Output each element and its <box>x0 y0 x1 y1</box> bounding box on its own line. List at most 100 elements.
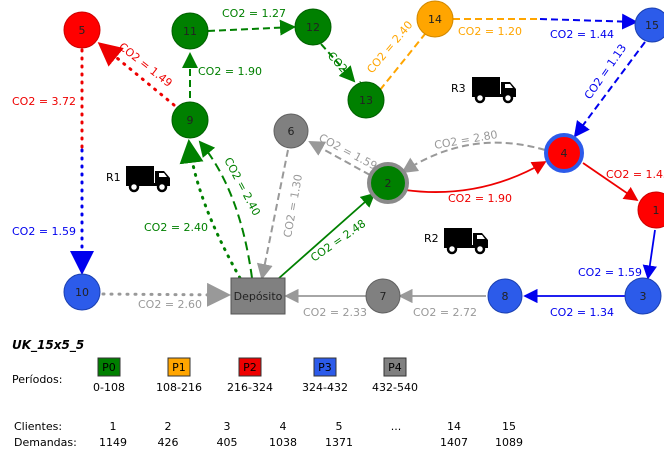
period-p4: P4 432-540 <box>372 357 418 394</box>
demand-cell: 1407 <box>440 436 468 449</box>
period-p3-code: P3 <box>318 361 332 374</box>
edge-label-7-depot: CO2 = 2.33 <box>303 306 367 319</box>
edge-13-14 <box>379 33 426 91</box>
edges <box>70 13 657 307</box>
node-2: 2 <box>367 162 409 204</box>
edge-label-2-4: CO2 = 1.90 <box>448 192 512 205</box>
edge-label-14-15: CO2 = 1.20 <box>458 25 522 38</box>
node-11-label: 11 <box>183 25 197 38</box>
edge-12-13 <box>320 43 356 83</box>
edge-4-1 <box>582 162 639 202</box>
edge-label-6-depot: CO2 = 1.30 <box>281 173 305 238</box>
node-11: 11 <box>171 12 209 50</box>
node-2-label: 2 <box>385 177 392 190</box>
node-8: 8 <box>487 278 523 314</box>
truck-icon <box>126 166 170 193</box>
edge-label-depot-9b: CO2 = 2.40 <box>221 155 263 218</box>
edge-label-15a: CO2 = 1.44 <box>550 28 614 41</box>
trucks: R1 R2 R3 <box>106 77 516 255</box>
period-p4-range: 432-540 <box>372 381 418 394</box>
node-10-label: 10 <box>75 286 89 299</box>
edge-label-depot-2: CO2 = 2.48 <box>308 217 368 264</box>
node-9: 9 <box>171 101 209 139</box>
demands-label: Demandas: <box>14 436 77 449</box>
node-9-label: 9 <box>187 114 194 127</box>
truck-icon <box>444 228 488 255</box>
node-5: 5 <box>63 11 101 49</box>
edge-1-3 <box>642 229 657 280</box>
period-p4-code: P4 <box>388 361 402 374</box>
period-p3: P3 324-432 <box>302 357 348 394</box>
edge-14-15b <box>539 13 638 30</box>
period-p0-code: P0 <box>102 361 116 374</box>
client-cell: 3 <box>224 420 231 433</box>
periods-label: Períodos: <box>12 373 62 386</box>
demand-cell: 1149 <box>99 436 127 449</box>
edge-label-5-10a: CO2 = 3.72 <box>12 95 76 108</box>
edge-label-1-3: CO2 = 1.59 <box>578 266 642 279</box>
demand-cell: 1038 <box>269 436 297 449</box>
edge-label-9-11: CO2 = 1.90 <box>198 65 262 78</box>
period-p2-range: 216-324 <box>227 381 273 394</box>
node-4: 4 <box>544 133 584 173</box>
edge-11-12 <box>207 19 296 36</box>
demand-cell: 1371 <box>325 436 353 449</box>
truck-r2: R2 <box>424 228 488 255</box>
edge-label-13-14: CO2 = 2.40 <box>364 19 415 76</box>
edge-2-6 <box>308 141 371 176</box>
node-4-label: 4 <box>561 147 568 160</box>
client-cell: 15 <box>502 420 516 433</box>
client-cell: 5 <box>336 420 343 433</box>
edge-4-2 <box>401 141 546 174</box>
node-3: 3 <box>624 277 662 315</box>
node-15-label: 15 <box>645 19 659 32</box>
edge-2-4 <box>404 161 547 193</box>
node-10: 10 <box>63 273 101 311</box>
node-12-label: 12 <box>306 21 320 34</box>
node-7: 7 <box>365 278 401 314</box>
node-14-label: 14 <box>428 13 442 26</box>
period-p1-code: P1 <box>172 361 186 374</box>
client-cell: 2 <box>165 420 172 433</box>
edge-label-10-depot: CO2 = 2.60 <box>138 298 202 311</box>
period-p2-code: P2 <box>243 361 257 374</box>
node-14: 14 <box>416 0 454 38</box>
node-1: 1 <box>637 191 664 229</box>
period-p1-range: 108-216 <box>156 381 202 394</box>
edge-10-depot <box>101 282 231 307</box>
instance-name: UK_15x5_5 <box>12 338 84 353</box>
edge-9-5 <box>97 42 176 107</box>
edge-label-8-7: CO2 = 2.72 <box>413 306 477 319</box>
demands-row: 1149 426 405 1038 1371 1407 1089 <box>99 436 523 449</box>
period-p2: P2 216-324 <box>227 357 273 394</box>
edge-depot-9a <box>179 139 242 280</box>
edge-depot-9b <box>198 140 253 279</box>
demand-cell: 1089 <box>495 436 523 449</box>
clients-label: Clientes: <box>14 420 62 433</box>
demand-cell: 426 <box>158 436 179 449</box>
period-p1: P1 108-216 <box>156 357 202 394</box>
node-13-label: 13 <box>359 94 373 107</box>
client-cell: 1 <box>110 420 117 433</box>
edge-depot-2 <box>277 192 376 280</box>
edge-label-2-6: CO2 = 1.59 <box>317 131 380 173</box>
edge-label-4-2: CO2 = 2.80 <box>433 128 498 152</box>
nodes: 5 11 12 14 15 9 13 6 2 4 1 10 7 8 3 Depó… <box>63 0 664 315</box>
node-3-label: 3 <box>640 290 647 303</box>
node-8-label: 8 <box>502 290 509 303</box>
demand-cell: 405 <box>217 436 238 449</box>
edge-label-11-12: CO2 = 1.27 <box>222 7 286 20</box>
truck-r1-label: R1 <box>106 171 121 184</box>
edge-15-4 <box>573 41 646 138</box>
truck-r1: R1 <box>106 166 170 193</box>
edge-label-5-10b: CO2 = 1.59 <box>12 225 76 238</box>
truck-r3: R3 <box>451 77 516 104</box>
truck-r2-label: R2 <box>424 232 439 245</box>
node-6-label: 6 <box>288 125 295 138</box>
client-cell: ... <box>391 420 402 433</box>
client-cell: 14 <box>447 420 461 433</box>
depot: Depósito <box>230 277 286 315</box>
truck-r3-label: R3 <box>451 82 466 95</box>
period-p3-range: 324-432 <box>302 381 348 394</box>
